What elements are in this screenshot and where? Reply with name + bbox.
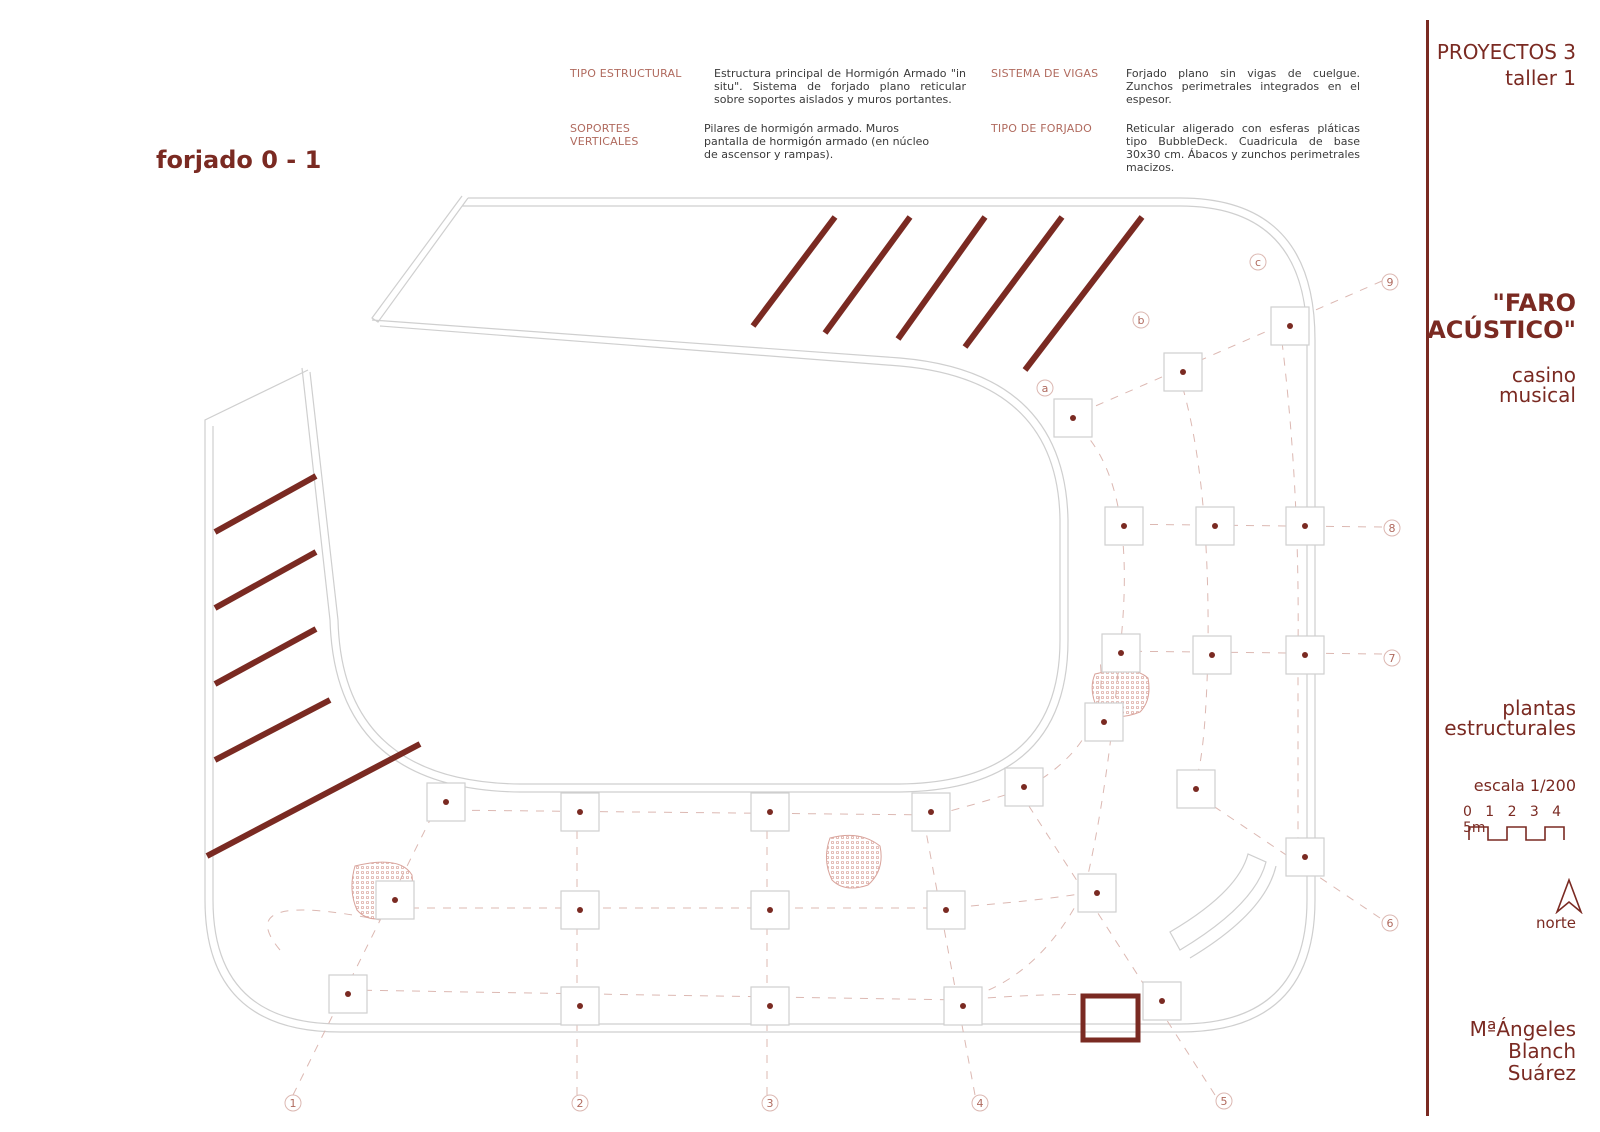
column-point <box>1287 323 1293 329</box>
column-point <box>1101 719 1107 725</box>
column-pad <box>1084 702 1124 742</box>
column-point <box>928 809 934 815</box>
column-point <box>577 809 583 815</box>
author-line-3: Suárez <box>1507 1061 1576 1085</box>
spec-label-tipo-forjado: TIPO DE FORJADO <box>991 122 1093 135</box>
column-point <box>767 809 773 815</box>
grid-bubble-7: 7 <box>1383 649 1401 667</box>
spec-text-sistema-vigas: Forjado plano sin vigas de cuelgue. Zunc… <box>1126 67 1360 106</box>
spec-text-soportes-verticales: Pilares de hormigón armado. Muros pantal… <box>704 122 930 161</box>
grid-bubble-label: c <box>1255 256 1261 269</box>
grid-bubble-6: 6 <box>1381 914 1399 932</box>
column-pad <box>1270 306 1310 346</box>
column-point <box>1302 854 1308 860</box>
column-point <box>1212 523 1218 529</box>
grid-bubble-label: 4 <box>977 1097 984 1110</box>
elevator-core <box>1080 993 1141 1043</box>
structural-plan: a b c 1 2 3 4 5 6 7 8 9 <box>204 195 1401 1112</box>
grid-bubble-label: 7 <box>1389 652 1396 665</box>
column-point <box>345 991 351 997</box>
spec-label-sistema-vigas: SISTEMA DE VIGAS <box>991 67 1099 80</box>
grid-bubble-2: 2 <box>571 1094 589 1112</box>
grid-bubble-label: 9 <box>1387 276 1394 289</box>
project-subtitle: casino musical <box>1499 363 1576 407</box>
project-name: "FARO ACÚSTICO" <box>1427 289 1576 344</box>
grid-bubble-8: 8 <box>1383 519 1401 537</box>
atrium-void <box>301 319 1069 793</box>
column-point <box>1070 415 1076 421</box>
grid-bubbles: a b c 1 2 3 4 5 6 7 8 9 <box>284 253 1401 1112</box>
column-point <box>1121 523 1127 529</box>
grid-bubble-label: 3 <box>767 1097 774 1110</box>
sidebar-divider <box>1426 20 1429 1116</box>
workshop-label: taller 1 <box>1505 66 1576 90</box>
grid-bubble-label: 8 <box>1389 522 1396 535</box>
grid-bubble-1: 1 <box>284 1094 302 1112</box>
grid-bubble-3: 3 <box>761 1094 779 1112</box>
column-point <box>1118 650 1124 656</box>
column-point <box>1193 786 1199 792</box>
column-point <box>1094 890 1100 896</box>
column-pad <box>750 986 790 1026</box>
column-point <box>1209 652 1215 658</box>
spec-label-soportes-verticales: SOPORTES VERTICALES <box>570 122 639 148</box>
spec-text-tipo-forjado: Reticular aligerado con esferas pláticas… <box>1126 122 1360 174</box>
scale-tick: 1 <box>1485 804 1495 820</box>
grid-bubble-label: 2 <box>577 1097 584 1110</box>
scale-label: escala 1/200 <box>1473 776 1576 795</box>
drawing-type: plantas estructurales <box>1444 696 1576 740</box>
sheet-title: forjado 0 - 1 <box>156 146 322 174</box>
grid-bubble-9: 9 <box>1381 273 1399 291</box>
scale-tick: 2 <box>1507 804 1517 820</box>
column-point <box>960 1003 966 1009</box>
north-arrow-icon <box>1555 878 1583 914</box>
grid-bubble-label: 6 <box>1387 917 1394 930</box>
column-point <box>767 1003 773 1009</box>
column-point <box>1021 784 1027 790</box>
column-point <box>577 907 583 913</box>
column-point <box>1302 652 1308 658</box>
scale-tick: 0 <box>1463 804 1472 820</box>
author-line-1: MªÁngeles <box>1469 1017 1576 1041</box>
grid-bubble-5: 5 <box>1215 1092 1233 1110</box>
grid-bubble-c: c <box>1249 253 1267 271</box>
column-point <box>1180 369 1186 375</box>
column-point <box>943 907 949 913</box>
spec-label-tipo-estructural: TIPO ESTRUCTURAL <box>570 67 682 80</box>
columns <box>328 306 1325 1026</box>
grid-bubble-label: 1 <box>290 1097 297 1110</box>
grid-bubble-b: b <box>1132 311 1150 329</box>
grid-bubble-label: b <box>1138 314 1145 327</box>
grid-bubble-label: 5 <box>1221 1095 1228 1108</box>
column-point <box>443 799 449 805</box>
column-point <box>767 907 773 913</box>
grid-bubble-label: a <box>1042 382 1049 395</box>
course-title: PROYECTOS 3 <box>1436 40 1576 64</box>
column-point <box>392 897 398 903</box>
author-line-2: Blanch <box>1508 1039 1576 1063</box>
scale-tick: 3 <box>1529 804 1539 820</box>
curved-stair <box>1169 853 1277 959</box>
column-pad <box>375 880 415 920</box>
scale-tick: 4 <box>1552 804 1562 820</box>
grid-bubble-4: 4 <box>971 1094 989 1112</box>
spec-text-tipo-estructural: Estructura principal de Hormigón Armado … <box>714 67 966 106</box>
scale-bar-icon <box>1468 826 1565 841</box>
column-point <box>1159 998 1165 1004</box>
grid-lines <box>267 280 1383 1096</box>
column-point <box>1302 523 1308 529</box>
grid-bubble-a: a <box>1036 379 1054 397</box>
north-label: norte <box>1536 914 1576 932</box>
shear-walls <box>205 215 1145 859</box>
column-pad <box>943 986 983 1026</box>
column-point <box>577 1003 583 1009</box>
